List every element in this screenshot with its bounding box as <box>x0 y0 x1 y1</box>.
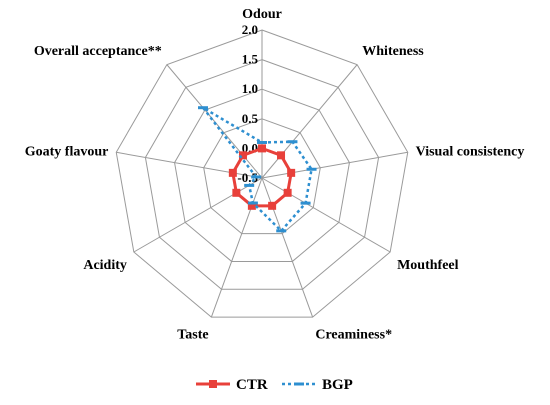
data-point <box>277 151 286 160</box>
data-point <box>238 151 247 160</box>
axis-spoke <box>133 177 263 253</box>
axis-label: Acidity <box>83 258 127 273</box>
data-point <box>306 167 317 171</box>
data-point <box>258 144 266 153</box>
chart-legend: CTR BGP <box>196 377 353 393</box>
grid-ring <box>203 118 321 235</box>
data-point <box>283 188 292 197</box>
axis-spoke <box>210 177 263 318</box>
data-point <box>268 201 277 210</box>
data-point <box>287 168 296 177</box>
tick-label: 1.5 <box>242 52 259 67</box>
data-point <box>276 229 287 233</box>
legend-item-bgp: BGP <box>282 377 353 393</box>
tick-label: 2.0 <box>242 22 258 37</box>
data-point <box>198 106 209 110</box>
axis-spoke <box>261 177 391 253</box>
data-point <box>251 175 262 179</box>
axis-label: Overall acceptance** <box>34 44 162 59</box>
legend-marker <box>294 382 304 386</box>
axis-spoke <box>261 151 408 179</box>
legend-marker <box>209 380 217 388</box>
axis-spoke <box>116 151 263 179</box>
axis-label: Whiteness <box>362 44 424 59</box>
grid-ring <box>174 88 350 262</box>
tick-label: 0.5 <box>242 111 259 126</box>
legend-item-ctr: CTR <box>196 377 268 393</box>
axis-label: Creaminess* <box>315 327 392 342</box>
axis-label: Taste <box>177 327 208 342</box>
axis-spoke <box>261 177 314 318</box>
axis-label: Visual consistency <box>416 145 525 160</box>
radar-series <box>198 106 317 233</box>
axis-label: Goaty flavour <box>25 145 109 160</box>
series-line <box>202 106 313 233</box>
axis-label: Mouthfeel <box>397 258 459 273</box>
grid-ring <box>115 29 409 318</box>
grid-ring <box>144 59 380 290</box>
data-point <box>244 183 255 187</box>
tick-label: 1.0 <box>242 81 258 96</box>
data-point <box>232 188 241 197</box>
series-ctr <box>228 144 296 210</box>
axis-label: Odour <box>242 7 282 22</box>
data-point <box>228 168 237 177</box>
data-point <box>247 201 258 205</box>
legend-label: BGP <box>322 377 353 393</box>
data-point <box>247 201 256 210</box>
data-point <box>287 140 298 144</box>
data-point <box>257 140 267 144</box>
data-point <box>300 201 311 205</box>
series-line <box>231 146 293 208</box>
axis-spoke <box>261 64 358 179</box>
series-bgp <box>198 106 317 233</box>
legend-label: CTR <box>236 377 268 393</box>
